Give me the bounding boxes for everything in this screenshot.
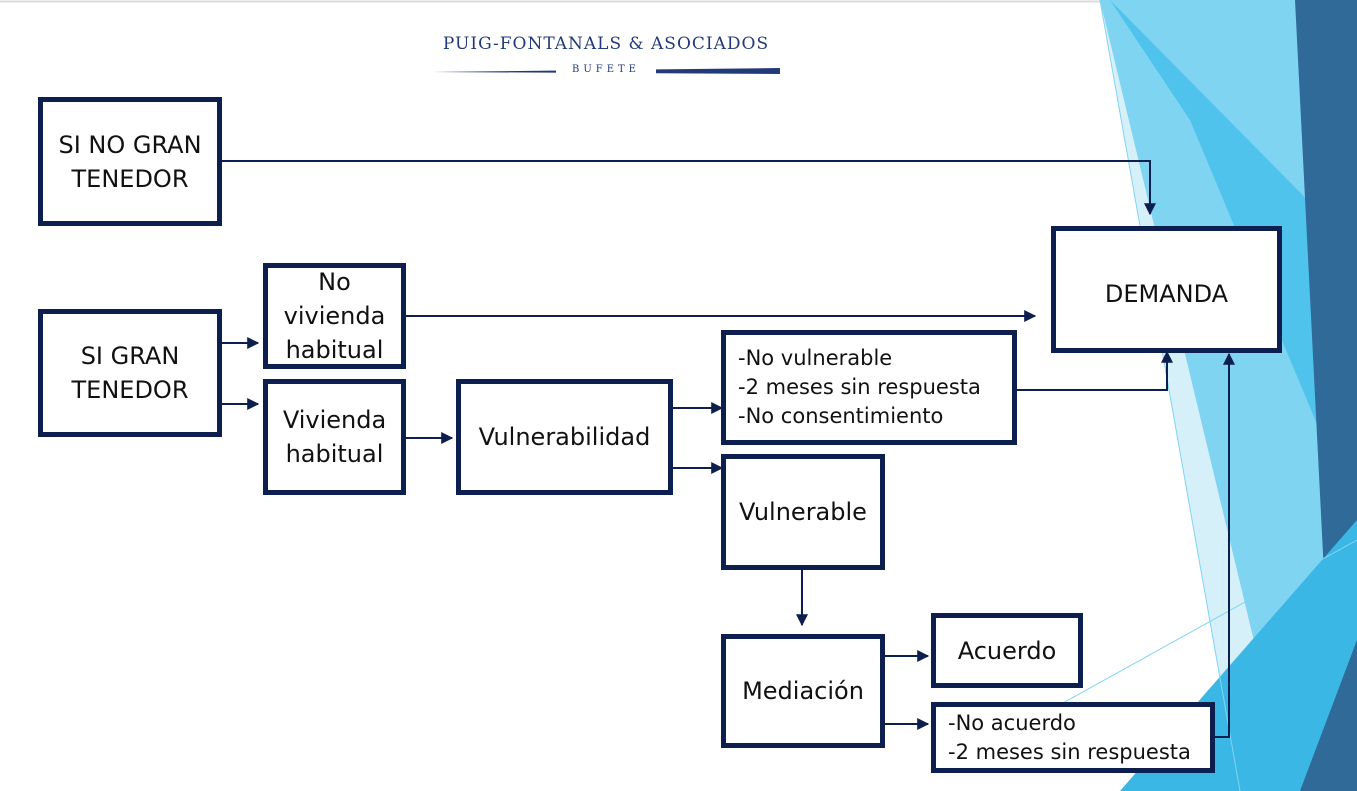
node-label: SI GRAN TENEDOR [71, 342, 189, 404]
node-label: SI NO GRAN TENEDOR [58, 130, 202, 193]
node-label: Acuerdo [957, 636, 1057, 665]
firm-logo: PUIG-FONTANALS & ASOCIADOS BUFETE [432, 30, 780, 86]
node-label: -No acuerdo -2 meses sin respuesta [948, 710, 1191, 764]
logo-rule [432, 68, 780, 74]
node-mediacion: Mediación [721, 634, 885, 748]
node-label: Vivienda habitual [282, 406, 387, 468]
node-label: Vulnerable [739, 498, 867, 526]
node-label: -No vulnerable -2 meses sin respuesta -N… [738, 346, 981, 428]
node-demanda: DEMANDA [1051, 226, 1282, 353]
decor-thin-line-1 [1099, 0, 1241, 791]
logo-firm-name: PUIG-FONTANALS & ASOCIADOS [442, 34, 770, 54]
decor-bottom-dark [1300, 640, 1357, 791]
node-acuerdo: Acuerdo [931, 613, 1083, 688]
node-label: No vivienda habitual [283, 268, 386, 364]
node-vulnerable: Vulnerable [721, 454, 885, 570]
arrow-no-vulnerable-to-demanda [1015, 350, 1173, 391]
node-no-vulnerable-conditions: -No vulnerable -2 meses sin respuesta -N… [721, 330, 1017, 445]
node-label: DEMANDA [1104, 280, 1229, 308]
node-no-vivienda-habitual: No vivienda habitual [263, 263, 406, 369]
connectors [221, 160, 1235, 738]
node-vivienda-habitual: Vivienda habitual [263, 379, 406, 495]
node-si-gran-tenedor: SI GRAN TENEDOR [38, 309, 222, 437]
arrow-no-acuerdo-to-demanda [1213, 352, 1235, 738]
node-label: Vulnerabilidad [478, 423, 651, 451]
decor-bright-triangle [1110, 0, 1357, 520]
arrow-si-no-gran-tenedor-to-demanda [221, 160, 1156, 216]
node-vulnerabilidad: Vulnerabilidad [456, 379, 673, 495]
logo-subtitle: BUFETE [556, 64, 656, 75]
node-si-no-gran-tenedor: SI NO GRAN TENEDOR [38, 97, 222, 226]
node-no-acuerdo-conditions: -No acuerdo -2 meses sin respuesta [931, 702, 1215, 773]
node-label: Mediación [742, 677, 864, 705]
